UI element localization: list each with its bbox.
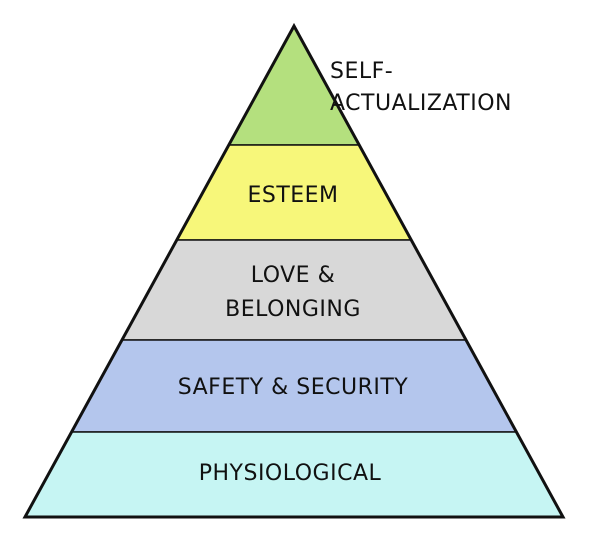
label-self-actualization-line2: ACTUALIZATION bbox=[330, 91, 512, 116]
label-esteem: ESTEEM bbox=[247, 183, 338, 208]
label-safety-security: SAFETY & SECURITY bbox=[178, 375, 409, 400]
label-love-belonging-line2: BELONGING bbox=[225, 297, 361, 322]
label-self-actualization-line1: SELF- bbox=[330, 59, 393, 84]
label-physiological: PHYSIOLOGICAL bbox=[199, 461, 382, 486]
label-love-belonging-line1: LOVE & bbox=[251, 263, 336, 288]
level-love-belonging bbox=[120, 239, 468, 341]
pyramid-outline bbox=[22, 22, 566, 519]
level-self-actualization bbox=[227, 24, 361, 146]
